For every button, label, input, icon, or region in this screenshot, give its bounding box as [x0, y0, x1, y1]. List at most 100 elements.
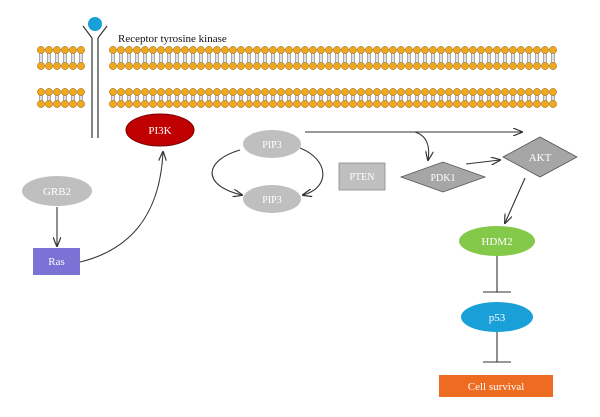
lipid-head	[69, 62, 77, 70]
lipid-head	[253, 62, 261, 70]
lipid-head	[357, 88, 365, 96]
lipid-head	[293, 62, 301, 70]
node-hdm2: HDM2	[459, 226, 535, 256]
lipid-head	[445, 62, 453, 70]
lipid-head	[77, 88, 85, 96]
lipid-head	[293, 88, 301, 96]
lipid-head	[109, 62, 117, 70]
node-pten: PTEN	[338, 162, 386, 191]
lipid-head	[405, 88, 413, 96]
lipid-head	[437, 62, 445, 70]
lipid-head	[165, 100, 173, 108]
lipid-head	[133, 62, 141, 70]
p53-label: p53	[489, 312, 506, 324]
lipid-head	[501, 62, 509, 70]
lipid-head	[221, 62, 229, 70]
lipid-head	[389, 88, 397, 96]
lipid-head	[117, 46, 125, 54]
pip3-top-label: PIP3	[262, 140, 281, 151]
lipid-head	[77, 100, 85, 108]
lipid-head	[237, 46, 245, 54]
lipid-head	[357, 100, 365, 108]
lipid-head	[389, 62, 397, 70]
lipid-head	[461, 88, 469, 96]
lipid-head	[533, 62, 541, 70]
lipid-head	[213, 100, 221, 108]
lipid-head	[277, 88, 285, 96]
lipid-head	[141, 100, 149, 108]
lipid-head	[117, 88, 125, 96]
lipid-head	[45, 62, 53, 70]
lipid-head	[293, 100, 301, 108]
lipid-head	[501, 46, 509, 54]
lipid-head	[229, 62, 237, 70]
lipid-head	[317, 62, 325, 70]
lipid-head	[245, 88, 253, 96]
lipid-head	[453, 46, 461, 54]
lipid-head	[109, 88, 117, 96]
lipid-head	[485, 88, 493, 96]
lipid-head	[317, 88, 325, 96]
lipid-head	[237, 100, 245, 108]
lipid-head	[349, 62, 357, 70]
lipid-head	[133, 100, 141, 108]
lipid-head	[325, 100, 333, 108]
lipid-head	[237, 88, 245, 96]
pdk1-label: PDK1	[430, 173, 455, 184]
arrow-pip3-cycle-right	[299, 147, 324, 195]
lipid-head	[405, 100, 413, 108]
lipid-head	[253, 100, 261, 108]
lipid-head	[357, 62, 365, 70]
lipid-head	[477, 100, 485, 108]
lipid-head	[37, 88, 45, 96]
lipid-head	[477, 62, 485, 70]
lipid-head	[309, 88, 317, 96]
lipid-head	[477, 88, 485, 96]
lipid-head	[525, 88, 533, 96]
arrow-akt-hdm2	[505, 177, 526, 223]
lipid-head	[157, 62, 165, 70]
lipid-head	[213, 62, 221, 70]
node-ras: Ras	[33, 248, 80, 275]
lipid-head	[165, 46, 173, 54]
lipid-head	[333, 88, 341, 96]
lipid-head	[325, 46, 333, 54]
lipid-head	[141, 46, 149, 54]
lipid-head	[37, 100, 45, 108]
lipid-head	[109, 100, 117, 108]
lipid-head	[437, 46, 445, 54]
lipid-head	[541, 46, 549, 54]
lipid-head	[229, 100, 237, 108]
lipid-head	[157, 88, 165, 96]
lipid-head	[413, 46, 421, 54]
lipid-head	[61, 46, 69, 54]
lipid-head	[421, 62, 429, 70]
lipid-head	[525, 46, 533, 54]
lipid-head	[373, 100, 381, 108]
lipid-head	[69, 100, 77, 108]
lipid-head	[549, 100, 557, 108]
lipid-head	[277, 62, 285, 70]
lipid-head	[533, 88, 541, 96]
lipid-head	[493, 46, 501, 54]
lipid-head	[461, 100, 469, 108]
lipid-head	[285, 88, 293, 96]
lipid-head	[229, 88, 237, 96]
lipid-head	[141, 88, 149, 96]
lipid-head	[157, 100, 165, 108]
node-grb2: GRB2	[22, 176, 92, 206]
lipid-head	[341, 62, 349, 70]
lipid-head	[181, 100, 189, 108]
lipid-head	[341, 88, 349, 96]
lipid-head	[485, 100, 493, 108]
lipid-head	[317, 100, 325, 108]
pip3-bottom-label: PIP3	[262, 195, 281, 206]
lipid-head	[333, 62, 341, 70]
lipid-head	[365, 88, 373, 96]
lipid-head	[381, 100, 389, 108]
lipid-head	[413, 100, 421, 108]
lipid-head	[245, 46, 253, 54]
lipid-head	[525, 100, 533, 108]
lipid-head	[413, 62, 421, 70]
lipid-head	[157, 46, 165, 54]
